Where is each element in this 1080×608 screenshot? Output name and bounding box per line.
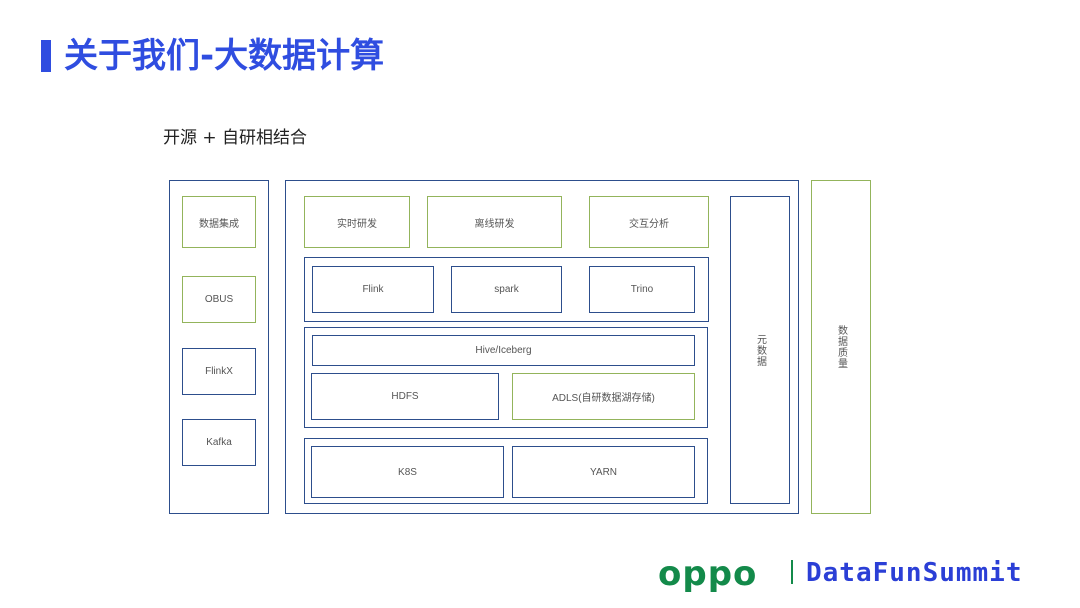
dev-realtime-label: 实时研发: [337, 218, 377, 230]
compute-trino: [589, 266, 695, 313]
quality-column: [811, 180, 871, 514]
dev-interactive-label: 交互分析: [629, 218, 669, 230]
resource-yarn: [512, 446, 695, 498]
dev-offline: [427, 196, 562, 248]
dev-interactive: [589, 196, 709, 248]
ingest-kafka: [182, 419, 256, 466]
page-title: 关于我们-大数据计算: [64, 36, 385, 76]
dev-realtime: [304, 196, 410, 248]
page-subtitle: 开源 + 自研相结合: [163, 128, 308, 148]
storage-adls-label: ADLS(自研数据湖存储): [552, 393, 655, 404]
storage-hdfs-label: HDFS: [391, 391, 419, 402]
storage-adls: [512, 373, 695, 420]
compute-spark: [451, 266, 562, 313]
metadata-column: [730, 196, 790, 504]
ingest-data-integration: [182, 196, 256, 248]
ingest-flinkx: [182, 348, 256, 395]
storage-hdfs: [311, 373, 499, 420]
compute-flink: [312, 266, 434, 313]
storage-hive-iceberg-label: Hive/Iceberg: [475, 345, 532, 356]
ingest-kafka-label: Kafka: [206, 437, 232, 448]
compute-trino-label: Trino: [630, 284, 654, 295]
datafunsummit-logo: DataFunSummit: [806, 558, 1023, 588]
footer-separator: [791, 560, 793, 584]
ingest-obus: [182, 276, 256, 323]
compute-spark-label: spark: [494, 284, 519, 295]
resource-k8s-label: K8S: [398, 466, 417, 478]
compute-flink-label: Flink: [362, 284, 384, 295]
dev-offline-label: 离线研发: [474, 218, 515, 230]
resource-k8s: [311, 446, 504, 498]
ingest-data-integration-label: 数据集成: [199, 218, 239, 230]
storage-hive-iceberg: [312, 335, 695, 366]
ingest-obus-label: OBUS: [204, 294, 234, 305]
ingest-flinkx-label: FlinkX: [205, 366, 233, 377]
resource-yarn-label: YARN: [589, 466, 618, 478]
oppo-logo: oppo: [658, 554, 758, 594]
metadata-label: 元数据: [754, 333, 766, 367]
title-accent-bar: [41, 40, 51, 72]
quality-label: 数据质量: [835, 325, 847, 369]
